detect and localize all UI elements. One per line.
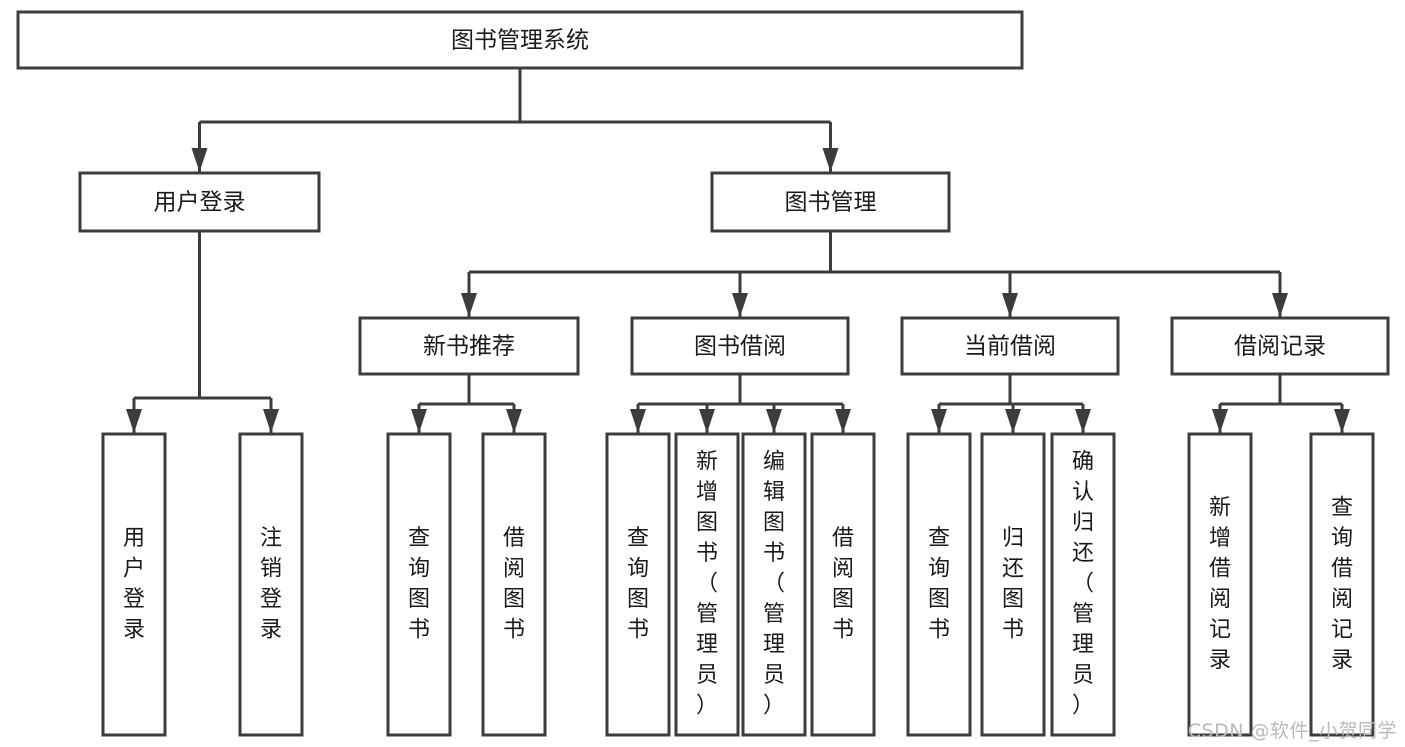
leaf-node-leaf-user-login-box[interactable] [101,432,167,737]
level2-node-book-manage-label: 图书管理 [785,190,877,216]
leaf-node-leaf-add-book-box[interactable] [674,432,740,737]
leaf-node-leaf-query-book-3[interactable]: 查询图书 [906,432,972,737]
level3-node-current-borrow[interactable]: 当前借阅 [900,316,1120,376]
level3-node-new-book-recommend-box[interactable] [358,316,580,376]
leaf-node-leaf-borrow-book-1[interactable]: 借阅图书 [481,432,547,737]
leaf-node-leaf-borrow-book-2[interactable]: 借阅图书 [810,432,876,737]
level3-node-new-book-recommend[interactable]: 新书推荐 [358,316,580,376]
leaf-node-leaf-confirm-return[interactable]: 确认归还（管理员） [1050,432,1116,737]
arrowhead-icon [506,409,522,433]
arrowhead-icon [699,409,715,433]
arrowhead-icon [263,409,279,433]
leaf-node-leaf-query-book-3-label: 查询图书 [928,526,950,643]
leaf-node-leaf-return-book[interactable]: 归还图书 [980,432,1046,737]
arrowhead-icon [1272,293,1288,317]
leaf-node-leaf-query-record[interactable]: 查询借阅记录 [1309,432,1375,737]
level3-node-new-book-recommend-label: 新书推荐 [423,334,515,360]
leaf-node-leaf-query-book-1-label: 查询图书 [408,526,430,643]
leaf-node-leaf-query-book-2-box[interactable] [605,432,671,737]
leaf-node-leaf-borrow-book-2-label: 借阅图书 [832,526,854,643]
leaf-node-leaf-return-book-box[interactable] [980,432,1046,737]
level3-node-borrow-record-box[interactable] [1170,316,1390,376]
level3-node-borrow-record[interactable]: 借阅记录 [1170,316,1390,376]
arrowhead-icon [1005,409,1021,433]
leaf-node-leaf-query-record-label: 查询借阅记录 [1331,495,1353,673]
leaf-node-leaf-query-book-1-box[interactable] [386,432,452,737]
connector-layer [126,68,1350,433]
arrowhead-icon [1334,409,1350,433]
leaf-node-leaf-user-logout-label: 注销登录 [260,526,282,643]
root-node-label: 图书管理系统 [451,28,589,54]
arrowhead-icon [766,409,782,433]
level2-node-user-login-box[interactable] [78,171,321,233]
level3-node-current-borrow-box[interactable] [900,316,1120,376]
arrowhead-icon [835,409,851,433]
arrowhead-icon [126,409,142,433]
arrowhead-icon [1212,409,1228,433]
arrowhead-icon [630,409,646,433]
leaf-node-leaf-query-book-3-box[interactable] [906,432,972,737]
arrowhead-icon [1075,409,1091,433]
arrowhead-icon [191,148,208,172]
level3-node-current-borrow-label: 当前借阅 [964,334,1056,360]
leaf-node-leaf-edit-book[interactable]: 编辑图书（管理员） [741,432,807,737]
leaf-node-leaf-query-book-1[interactable]: 查询图书 [386,432,452,737]
arrowhead-icon [732,293,748,317]
level3-node-borrow-record-label: 借阅记录 [1234,334,1326,360]
leaf-node-leaf-add-record[interactable]: 新增借阅记录 [1187,432,1253,737]
level3-node-book-borrow[interactable]: 图书借阅 [630,316,850,376]
arrowhead-icon [822,148,839,172]
leaf-node-leaf-user-logout[interactable]: 注销登录 [238,432,304,737]
root-node-box[interactable] [16,10,1024,70]
level2-node-user-login-label: 用户登录 [154,190,246,216]
leaf-node-leaf-edit-book-label: 编辑图书（管理员） [763,450,785,719]
arrowhead-icon [931,409,947,433]
level3-node-book-borrow-label: 图书借阅 [694,334,786,360]
node-layer: 图书管理系统用户登录图书管理新书推荐图书借阅当前借阅借阅记录用户登录注销登录查询… [16,10,1390,737]
leaf-node-leaf-confirm-return-box[interactable] [1050,432,1116,737]
leaf-node-leaf-query-book-2[interactable]: 查询图书 [605,432,671,737]
leaf-node-leaf-add-book-label: 新增图书（管理员） [696,450,718,719]
leaf-node-leaf-user-login[interactable]: 用户登录 [101,432,167,737]
leaf-node-leaf-query-book-2-label: 查询图书 [627,526,649,643]
root-node[interactable]: 图书管理系统 [16,10,1024,70]
arrowhead-icon [411,409,427,433]
level2-node-user-login[interactable]: 用户登录 [78,171,321,233]
leaf-node-leaf-query-record-box[interactable] [1309,432,1375,737]
arrowhead-icon [461,293,477,317]
arrowhead-icon [1002,293,1018,317]
leaf-node-leaf-add-record-box[interactable] [1187,432,1253,737]
leaf-node-leaf-borrow-book-1-label: 借阅图书 [503,526,525,643]
leaf-node-leaf-add-record-label: 新增借阅记录 [1209,495,1231,673]
level3-node-book-borrow-box[interactable] [630,316,850,376]
level2-node-book-manage-box[interactable] [710,171,951,233]
level2-node-book-manage[interactable]: 图书管理 [710,171,951,233]
leaf-node-leaf-confirm-return-label: 确认归还（管理员） [1072,450,1094,719]
leaf-node-leaf-edit-book-box[interactable] [741,432,807,737]
leaf-node-leaf-borrow-book-1-box[interactable] [481,432,547,737]
leaf-node-leaf-user-login-label: 用户登录 [123,526,145,643]
leaf-node-leaf-add-book[interactable]: 新增图书（管理员） [674,432,740,737]
leaf-node-leaf-borrow-book-2-box[interactable] [810,432,876,737]
leaf-node-leaf-user-logout-box[interactable] [238,432,304,737]
leaf-node-leaf-return-book-label: 归还图书 [1002,526,1024,643]
